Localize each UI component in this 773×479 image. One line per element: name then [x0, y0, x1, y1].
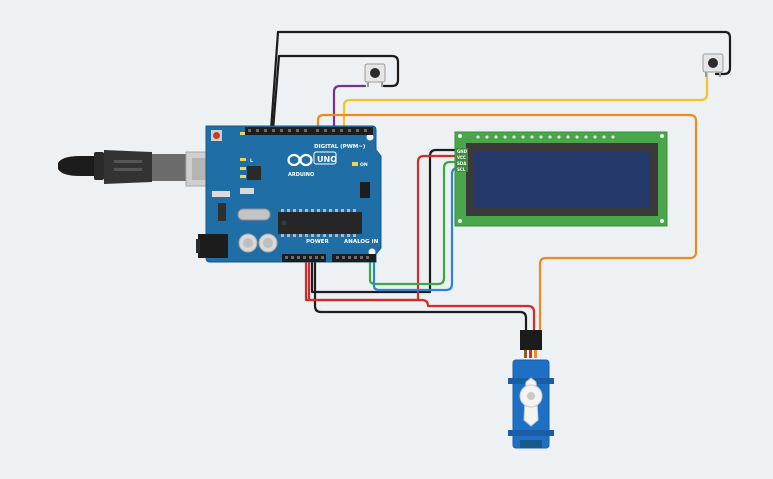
wire-yellow-right-button[interactable]	[342, 72, 709, 132]
wires	[269, 30, 732, 334]
analog-header-label: ANALOG IN	[344, 239, 379, 245]
lcd-display-16x2[interactable]: GND VCC SDA SCL	[454, 131, 668, 227]
arduino-logo-icon	[287, 153, 313, 167]
digital-header-pins	[248, 129, 367, 132]
wire-black-ground-right-button[interactable]	[269, 30, 732, 132]
power-header-label: POWER	[306, 239, 330, 245]
wire-black-lcd-gnd[interactable]	[310, 148, 460, 294]
lcd-top-pins	[476, 135, 615, 139]
wire-red-lcd-vcc[interactable]	[304, 154, 460, 302]
crystal-oscillator	[237, 208, 271, 221]
reset-button-cap[interactable]	[213, 132, 220, 139]
atmega-microcontroller-chip	[278, 209, 362, 237]
led-on-label: ON	[360, 162, 368, 168]
capacitors	[238, 233, 278, 253]
wire-orange-servo-signal[interactable]	[316, 113, 698, 334]
servo-motor[interactable]	[508, 330, 554, 449]
wire-black-ground-left-button[interactable]	[271, 54, 400, 132]
wire-green-lcd-sda[interactable]	[368, 160, 460, 286]
usb-cable[interactable]	[58, 150, 229, 187]
servo-horn[interactable]	[519, 377, 543, 427]
push-button-left[interactable]	[364, 63, 386, 87]
wire-black-servo-gnd[interactable]	[313, 256, 528, 334]
board-model: UNO	[317, 155, 337, 164]
lcd-i2c-pins: GND VCC SDA SCL	[456, 148, 468, 172]
lcd-screen	[474, 151, 650, 208]
push-button-right[interactable]	[702, 53, 724, 77]
wire-blue-lcd-scl[interactable]	[372, 166, 462, 292]
lcd-pin-vcc: VCC	[457, 155, 466, 160]
wire-red-servo-vcc[interactable]	[307, 256, 536, 334]
icsp-header	[360, 182, 370, 198]
wire-purple-left-button[interactable]	[332, 84, 367, 132]
led-l-label: L	[250, 158, 253, 164]
arduino-uno-board[interactable]: DIGITAL (PWM~) L TX RX ON ARDUINO UNO	[196, 125, 382, 263]
usb-interface-chip	[247, 166, 261, 180]
bottom-header-pins	[285, 256, 369, 259]
servo-connector	[520, 330, 542, 350]
board-brand: ARDUINO	[288, 172, 314, 178]
power-jack[interactable]	[196, 234, 228, 258]
lcd-pin-scl: SCL	[457, 167, 466, 172]
digital-header-label: DIGITAL (PWM~)	[314, 144, 366, 150]
digital-header	[245, 127, 373, 135]
lcd-pin-gnd: GND	[457, 149, 468, 154]
lcd-pin-sda: SDA	[457, 161, 467, 166]
